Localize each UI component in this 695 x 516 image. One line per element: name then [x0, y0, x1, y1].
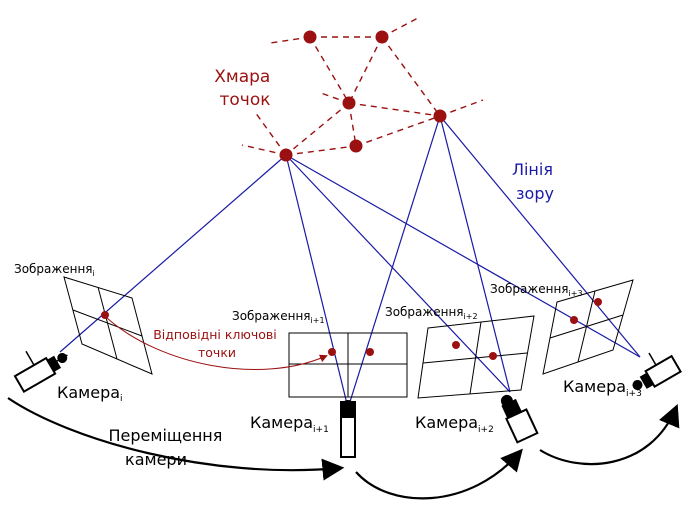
- camera-icon: [500, 394, 539, 444]
- image-plane-0: [63, 276, 153, 375]
- camera-label: Камераi+2: [415, 413, 494, 435]
- correspondence-arrow: [106, 317, 328, 371]
- cloud-point: [375, 30, 389, 44]
- image-plane-3: [542, 279, 634, 375]
- image-plane-1: [288, 332, 408, 398]
- image-label: Зображенняi+1: [232, 309, 325, 325]
- point-cloud-links: [241, 17, 484, 156]
- cloud-point: [342, 96, 356, 110]
- image-label: Зображенняi+3: [490, 282, 583, 298]
- line-of-sight-label: Лінія зору: [512, 160, 558, 203]
- camera-label: Камераi+3: [563, 377, 642, 399]
- keypoint: [328, 348, 336, 356]
- camera-icon: [13, 350, 68, 394]
- camera-icon: [340, 400, 356, 458]
- image-plane-2: [417, 315, 535, 399]
- point-cloud-label: Хмара точок: [214, 67, 276, 110]
- image-label: Зображенняi: [14, 262, 95, 278]
- image-label: Зображенняi+2: [385, 305, 478, 321]
- camera-motion-label: Переміщення камери: [109, 426, 228, 469]
- correspondence-label: Відповідні ключові точки: [153, 327, 281, 360]
- cloud-points: [279, 30, 447, 162]
- camera-label: Камераi+1: [250, 413, 329, 435]
- keypoint: [101, 311, 109, 319]
- keypoint: [489, 352, 497, 360]
- keypoints: [101, 298, 602, 360]
- cloud-point: [433, 109, 447, 123]
- keypoint: [570, 316, 578, 324]
- cloud-point: [349, 139, 363, 153]
- cloud-point: [303, 30, 317, 44]
- keypoint: [452, 341, 460, 349]
- camera-label: Камераi: [57, 383, 123, 404]
- camera-icon: [632, 352, 682, 390]
- cloud-point: [279, 148, 293, 162]
- camera-motion-arrows: [7, 397, 680, 500]
- keypoint: [366, 348, 374, 356]
- keypoint: [594, 298, 602, 306]
